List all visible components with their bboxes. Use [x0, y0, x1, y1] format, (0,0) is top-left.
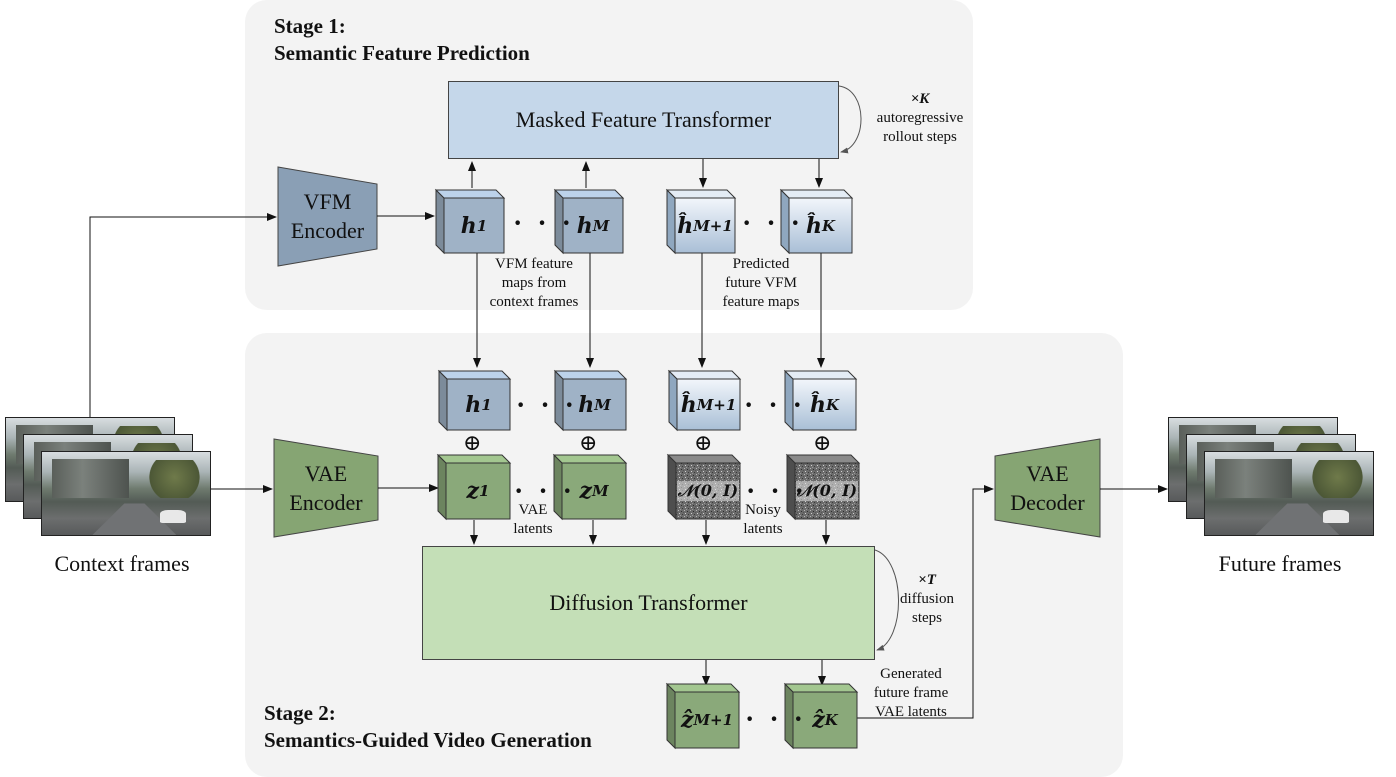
vae-decoder-label: VAE Decoder	[995, 458, 1100, 518]
vfm-encoder-shape	[277, 166, 378, 267]
loop-t-mult: ×T	[918, 572, 936, 588]
vae-encoder-line1: VAE	[304, 461, 348, 486]
cube-hhatK-stage1	[779, 188, 854, 255]
context-frames-label: Context frames	[54, 551, 190, 576]
cube-hM-stage2	[553, 369, 628, 432]
loop-k-mult: ×K	[910, 91, 930, 107]
cube-zhatK	[783, 682, 859, 750]
ellipsis-noise: · · ·	[746, 476, 809, 507]
cube-z1	[436, 453, 512, 521]
ellipsis-stage1-predicted: · · ·	[742, 208, 805, 239]
vae-encoder-shape	[273, 438, 379, 538]
annotation-noisy-latents: Noisy latents	[743, 502, 783, 537]
future-frame-1	[1204, 451, 1374, 536]
vae-encoder-line2: Encoder	[289, 490, 363, 515]
vfm-encoder-label: VFM Encoder	[278, 186, 377, 246]
diffusion-transformer-label: Diffusion Transformer	[549, 590, 748, 615]
loop-k-label: ×K autoregressive rollout steps	[870, 90, 970, 147]
plus-3: ⊕	[694, 430, 713, 455]
cube-hhatK-stage2	[783, 369, 858, 432]
cube-hM-stage1	[553, 188, 625, 255]
loop-arrow-t	[874, 549, 899, 651]
vae-decoder-line1: VAE	[1026, 461, 1069, 486]
ellipsis-latents: · · ·	[514, 476, 577, 507]
annotation-predicted-future: Predicted future VFM feature maps	[722, 256, 800, 310]
vae-decoder-shape	[994, 438, 1101, 538]
ellipsis-stage2-predicted: · · ·	[744, 390, 807, 421]
vae-encoder-label: VAE Encoder	[274, 458, 378, 518]
vae-decoder-line2: Decoder	[1010, 490, 1085, 515]
cube-h1-stage1	[434, 188, 506, 255]
future-frames-label: Future frames	[1218, 551, 1342, 576]
ellipsis-outputs: · · ·	[745, 704, 808, 735]
stage2-title-line1: Stage 2:	[264, 701, 336, 725]
stage1-title: Stage 1: Semantic Feature Prediction	[274, 13, 530, 67]
masked-feature-transformer-block: Masked Feature Transformer	[448, 81, 839, 159]
stage2-title: Stage 2: Semantics-Guided Video Generati…	[264, 700, 592, 754]
annotation-vfm-context: VFM feature maps from context frames	[489, 256, 579, 310]
loop-arrow-k	[838, 85, 862, 154]
stage1-title-line1: Stage 1:	[274, 14, 346, 38]
masked-feature-transformer-label: Masked Feature Transformer	[515, 107, 772, 132]
annotation-generated-latents: Generated future frame VAE latents	[873, 666, 949, 720]
cube-zM	[552, 453, 628, 521]
plus-2: ⊕	[579, 430, 598, 455]
cube-zhatM1	[665, 682, 741, 750]
cube-hhatM1-stage1	[665, 188, 737, 255]
loop-t-label: ×T diffusion steps	[892, 571, 962, 628]
cube-noise-1-label: 𝒩(0, I)	[676, 481, 740, 501]
cube-hhatM1-stage2	[667, 369, 742, 432]
vfm-encoder-line1: VFM	[303, 189, 352, 214]
stage2-title-line2: Semantics-Guided Video Generation	[264, 728, 592, 752]
stage1-title-line2: Semantic Feature Prediction	[274, 41, 530, 65]
ellipsis-stage2-context: · · ·	[516, 390, 579, 421]
cube-h1-stage2	[437, 369, 512, 432]
annotation-vae-latents: VAE latents	[513, 502, 553, 537]
arrow-zhatK-to-decoder	[857, 485, 994, 719]
arrow-frames-to-vfm	[89, 213, 277, 418]
context-frame-1	[41, 451, 211, 536]
plus-4: ⊕	[813, 430, 832, 455]
vfm-encoder-line2: Encoder	[290, 218, 365, 243]
diffusion-transformer-block: Diffusion Transformer	[422, 546, 875, 660]
ellipsis-stage1-context: · · ·	[513, 208, 576, 239]
cube-noise-2-label: 𝒩(0, I)	[795, 481, 859, 501]
plus-1: ⊕	[463, 430, 482, 455]
